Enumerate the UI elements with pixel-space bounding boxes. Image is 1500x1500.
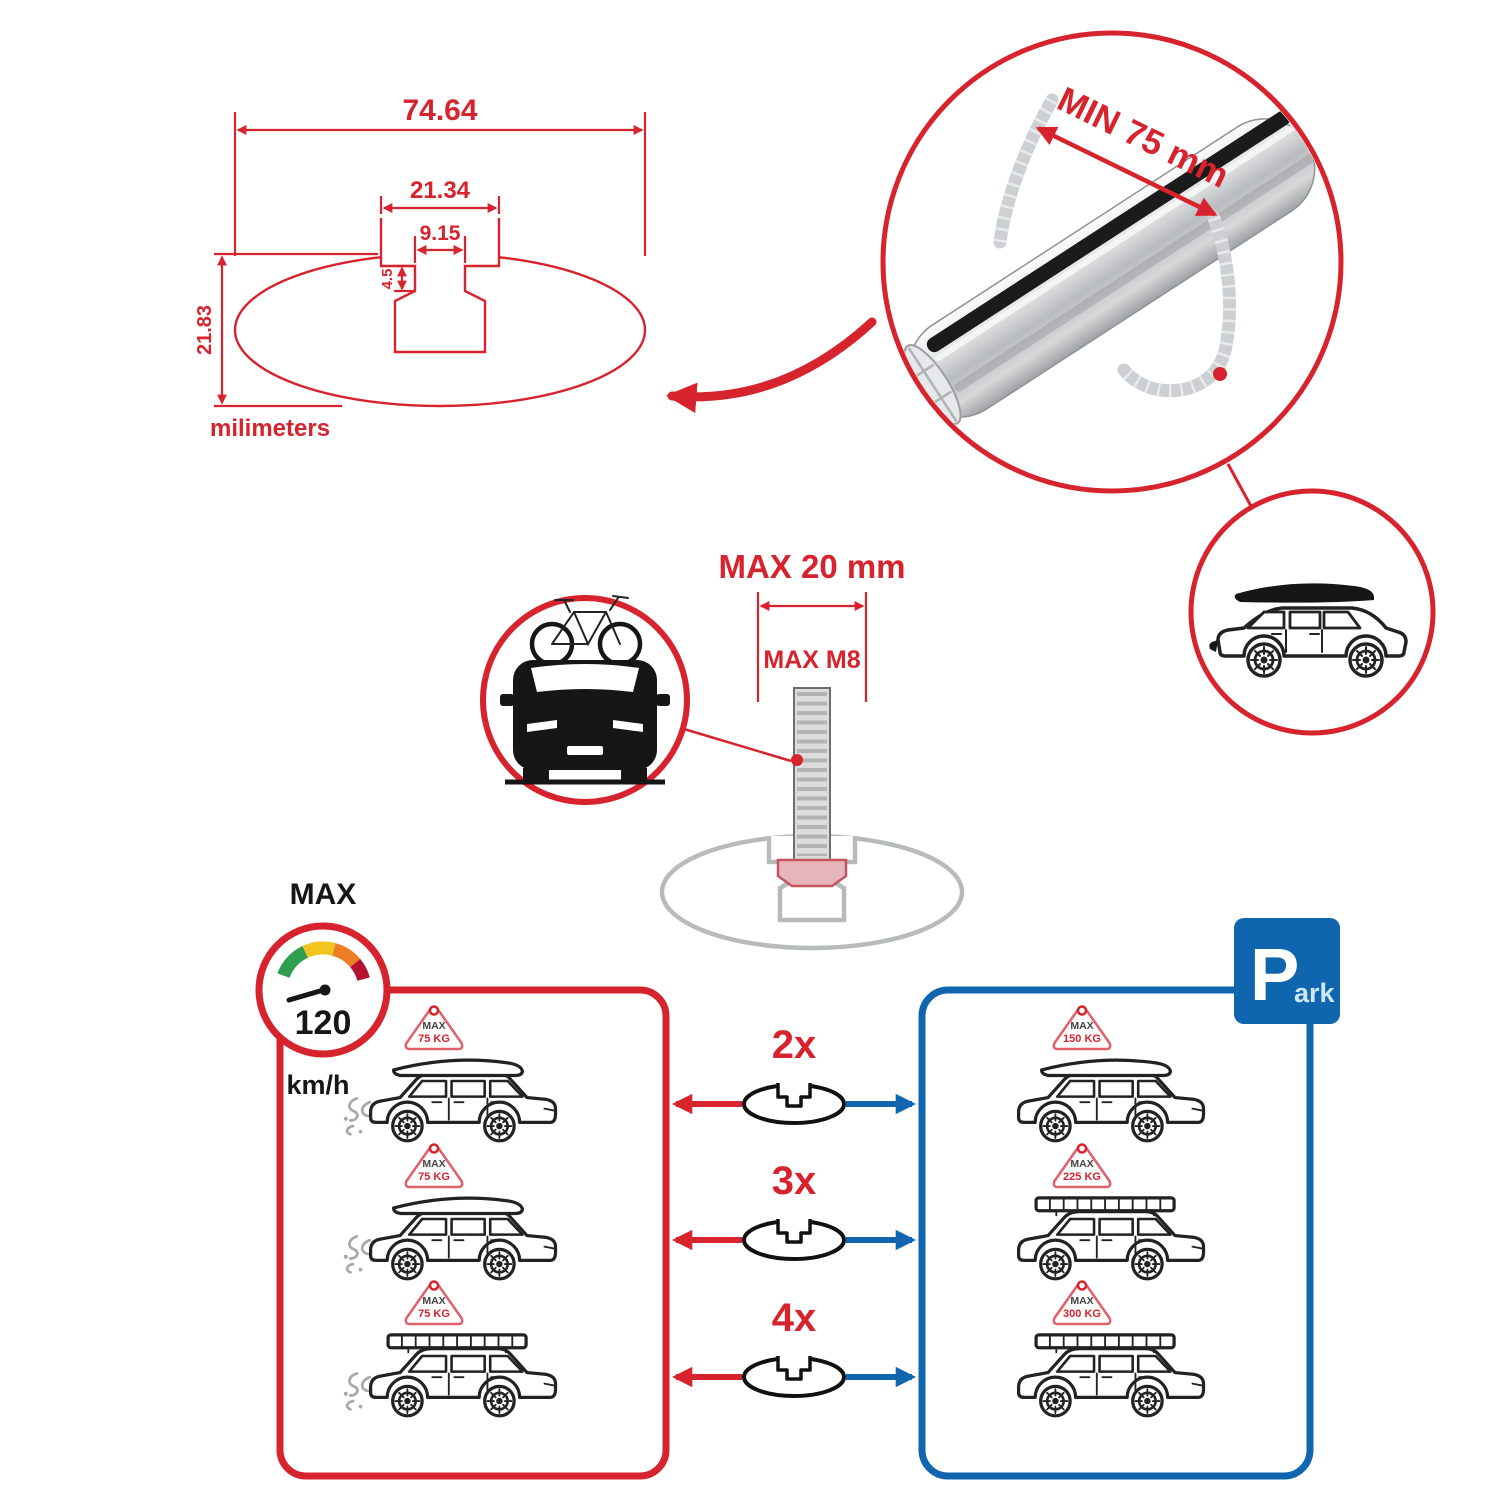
max-protrusion-label: MAX 20 mm: [718, 548, 905, 585]
svg-text:75 KG: 75 KG: [418, 1171, 450, 1183]
svg-text:MAX: MAX: [422, 1295, 445, 1307]
gauge-needle-pivot: [319, 984, 331, 996]
gauge-arc-red: [350, 958, 370, 982]
load-badge-parked-3: MAX 300 KG: [1052, 1280, 1112, 1326]
circle-connector-line: [1226, 463, 1254, 509]
load-badge-driving-1: MAX 75 KG: [404, 1005, 464, 1051]
gauge-arc-yellow: [302, 941, 336, 958]
svg-text:MAX: MAX: [1070, 1295, 1093, 1307]
dim-depth-step: 4.5: [379, 269, 396, 290]
bolt-dimension-diagram: MAX 20 mm MAX M8: [659, 548, 965, 951]
svg-text:150 KG: 150 KG: [1063, 1033, 1101, 1045]
dim-height-total: 21.83: [194, 305, 216, 355]
units-label: milimeters: [210, 415, 330, 442]
suv-front-wheel: [1246, 642, 1282, 678]
max-thread-label: MAX M8: [763, 646, 860, 674]
load-badge-parked-1: MAX 150 KG: [1052, 1005, 1112, 1051]
parking-sign-rest: ark: [1294, 978, 1336, 1008]
bar-count-label-2: 3x: [772, 1159, 817, 1203]
bolt-connector-line: [683, 727, 792, 763]
crossbar-profile-icon: [742, 1081, 846, 1125]
crossbar-profile-icon: [742, 1354, 846, 1398]
roof-cargo-box: [1234, 583, 1374, 603]
dim-width-slot: 9.15: [420, 222, 461, 245]
svg-text:300 KG: 300 KG: [1063, 1308, 1101, 1320]
load-badge-parked-2: MAX 225 KG: [1052, 1143, 1112, 1189]
parking-sign-letter: P: [1250, 933, 1299, 1016]
gauge-value: 120: [295, 1004, 352, 1042]
svg-text:MAX: MAX: [1070, 1020, 1093, 1032]
crossbar-closeup-circle: MIN 75 mm: [880, 30, 1344, 494]
parking-sign-plate: [1234, 918, 1340, 1024]
clamp-strap-left: [993, 93, 1059, 249]
speed-limit-gauge: MAX 120 km/h: [255, 878, 391, 1100]
dim-width-total: 74.64: [402, 94, 477, 127]
gauge-arc-green: [277, 946, 309, 979]
suv-with-roofbox: [1209, 583, 1408, 678]
gauge-units: km/h: [286, 1070, 349, 1100]
vehicle-front-bike-circle: [480, 595, 690, 805]
svg-text:MAX: MAX: [422, 1158, 445, 1170]
bar-count-column: 2x 3x 4x: [671, 1023, 917, 1398]
bar-count-label-1: 2x: [772, 1023, 817, 1067]
svg-text:MAX: MAX: [1070, 1158, 1093, 1170]
suv-rear-wheel: [1348, 642, 1384, 678]
svg-text:MAX: MAX: [422, 1020, 445, 1032]
svg-text:225 KG: 225 KG: [1063, 1171, 1101, 1183]
closeup-pointer-arrow: [665, 317, 877, 414]
gauge-arc-orange: [331, 943, 361, 968]
min-span-arrow: [1035, 126, 1218, 217]
t-bolt-head: [776, 858, 848, 888]
gauge-max-label: MAX: [290, 878, 357, 911]
parked-load-panel: MAX 150 KG MAX 225 KG MAX 300 KG P ark: [918, 918, 1340, 1480]
svg-text:75 KG: 75 KG: [418, 1033, 450, 1045]
clamp-point-dot: [1213, 367, 1227, 381]
vehicle-roofbox-circle: [1188, 488, 1436, 736]
svg-text:75 KG: 75 KG: [418, 1308, 450, 1320]
crossbar-profile-dimension-diagram: 74.64 21.34 9.15 4.5 21.83 milimeters: [194, 94, 647, 442]
t-bolt: [776, 687, 848, 888]
load-badge-driving-2: MAX 75 KG: [404, 1143, 464, 1189]
car-front-view: [500, 660, 670, 781]
driving-load-panel: MAX 75 KG MAX 75 KG MAX 75 KG: [276, 986, 670, 1480]
load-badge-driving-3: MAX 75 KG: [404, 1280, 464, 1326]
dim-width-flange: 21.34: [410, 177, 471, 204]
bolt-point-dot: [791, 754, 803, 766]
crossbar-profile-icon: [742, 1217, 846, 1261]
parking-sign: P ark: [1234, 918, 1340, 1024]
bar-count-label-3: 4x: [772, 1296, 817, 1340]
